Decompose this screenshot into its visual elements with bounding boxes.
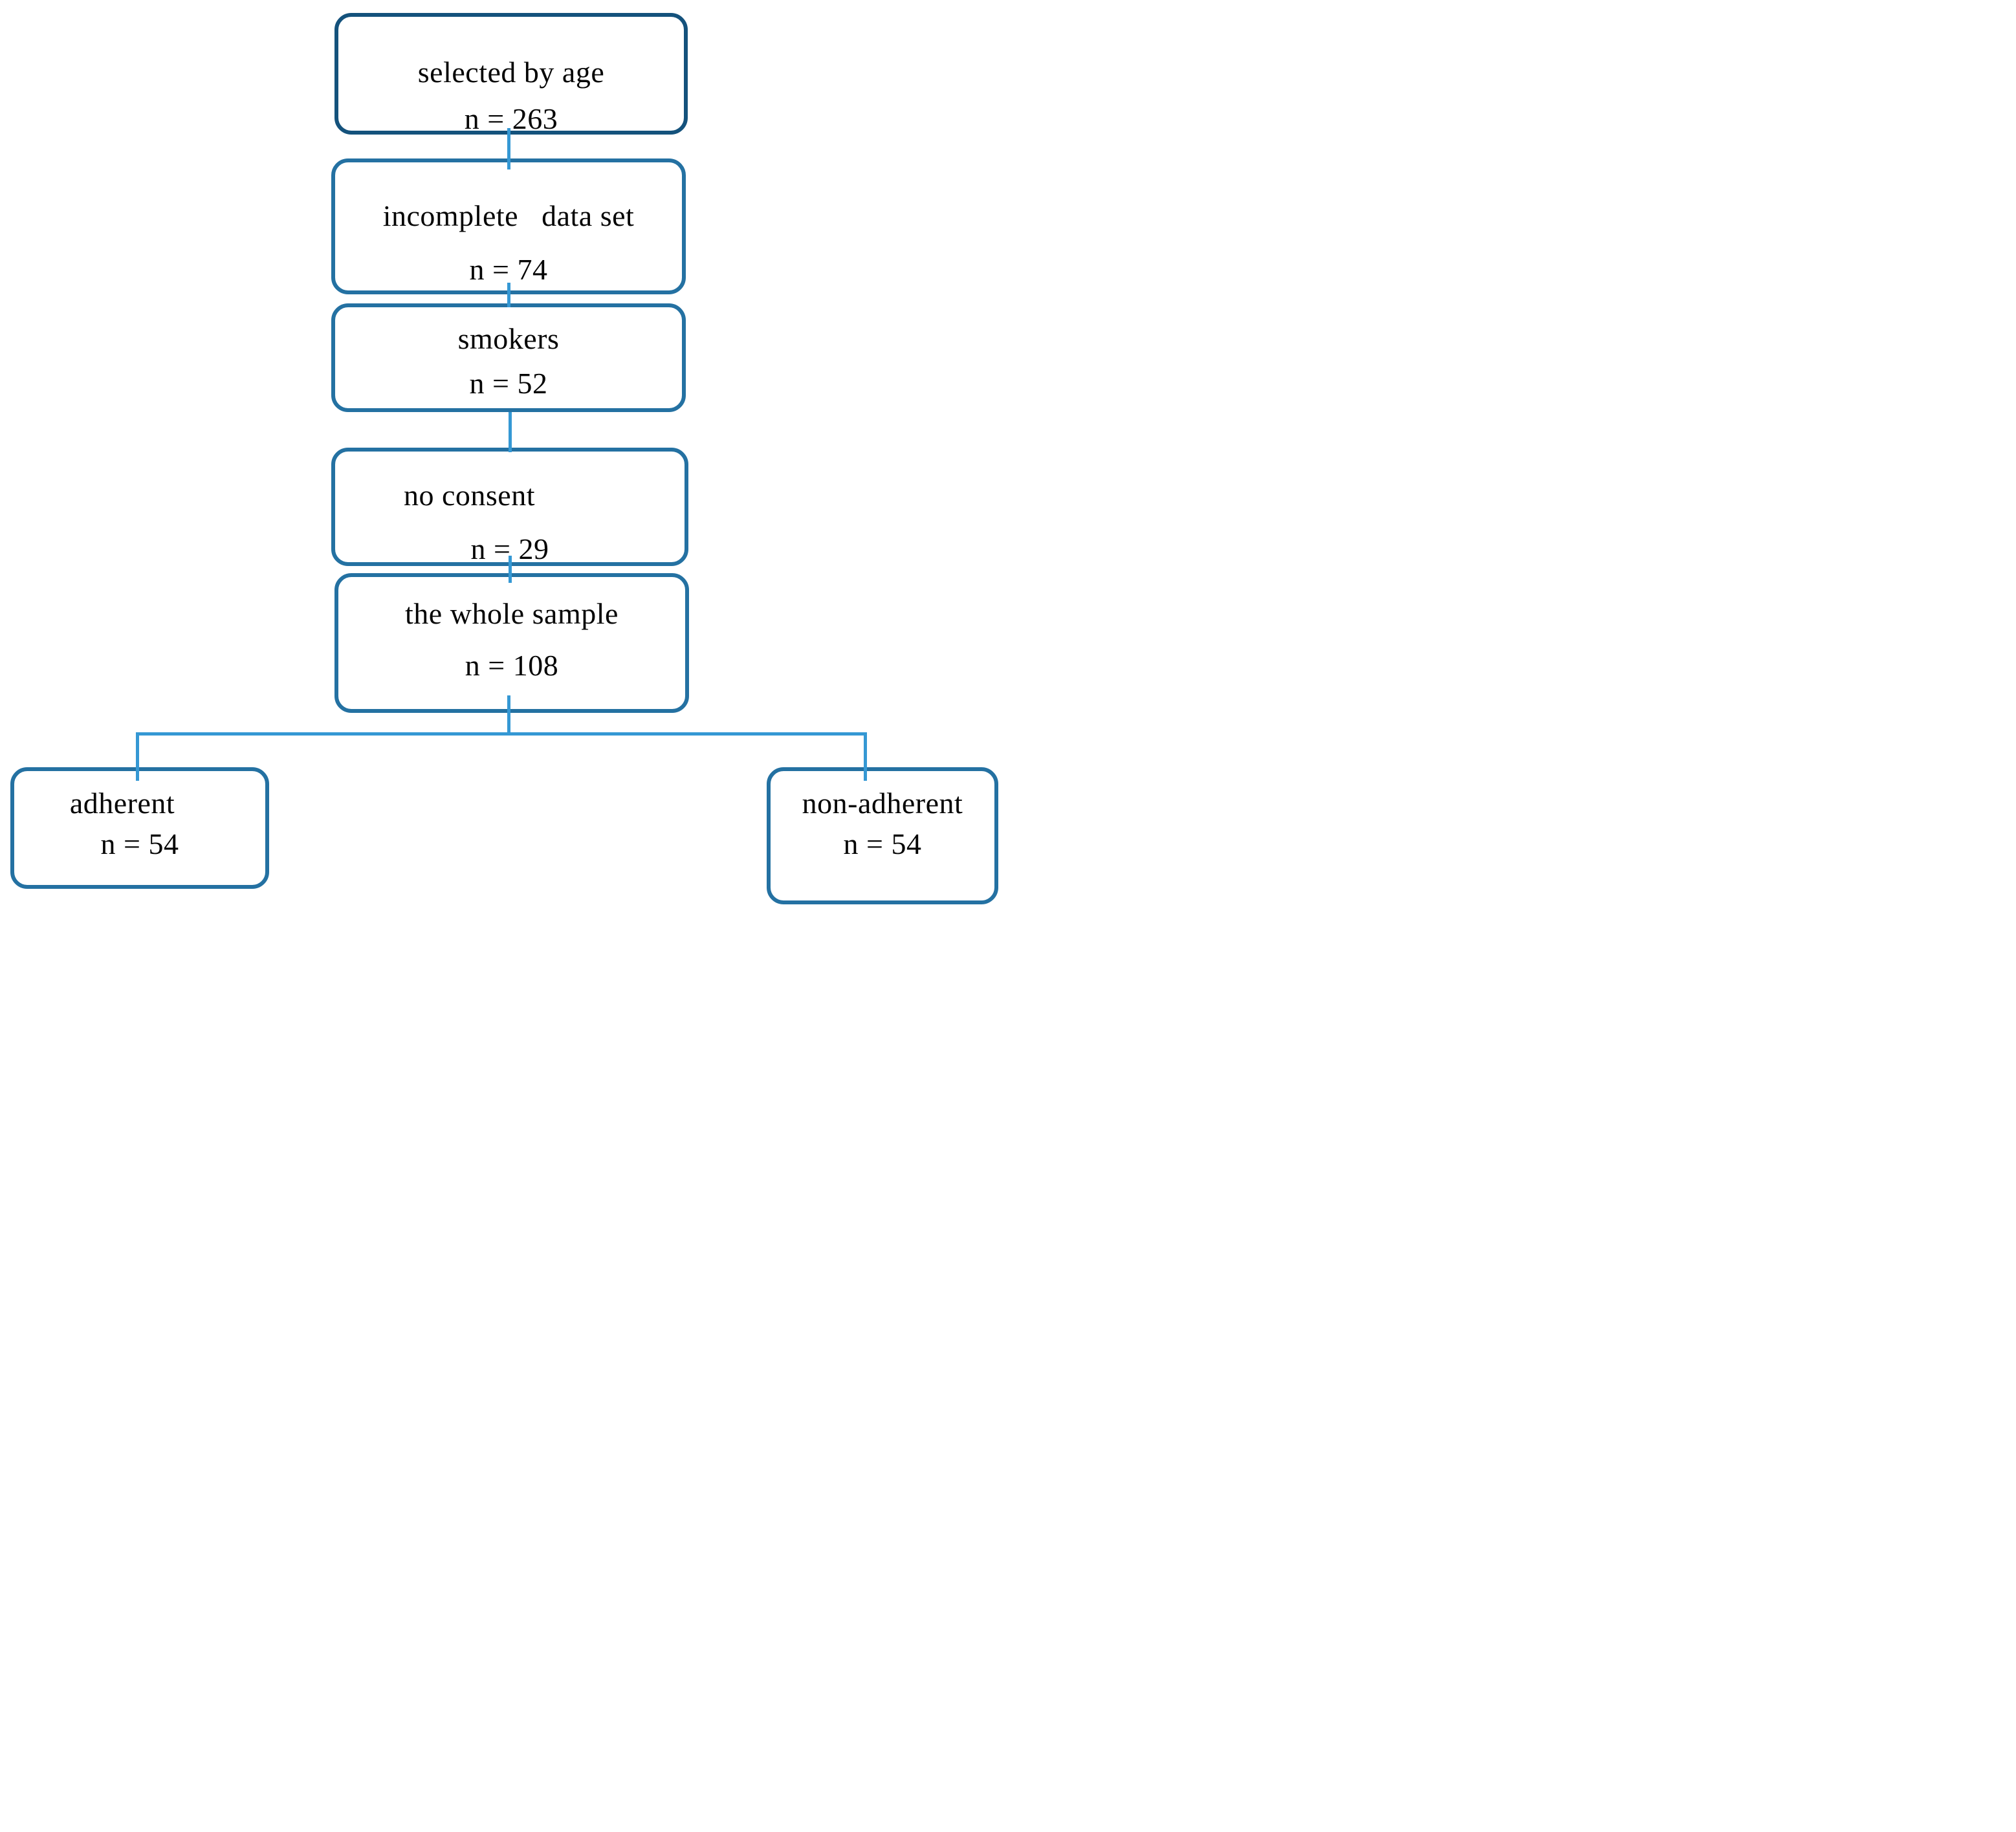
node-label: selected by age bbox=[417, 56, 605, 89]
flow-node-selected-by-age: selected by age n = 263 bbox=[334, 13, 688, 135]
node-count: n = 54 bbox=[843, 827, 922, 860]
node-label: incomplete data set bbox=[382, 199, 635, 232]
node-count: n = 29 bbox=[470, 532, 549, 565]
flow-node-non-adherent: non-adherent n = 54 bbox=[767, 767, 998, 904]
node-label: the whole sample bbox=[405, 597, 619, 630]
node-label: smokers bbox=[457, 322, 560, 355]
connector-branch-horizontal bbox=[136, 732, 866, 736]
connector-selected-to-incomplete bbox=[507, 128, 510, 169]
node-count: n = 74 bbox=[469, 253, 548, 286]
flow-node-no-consent: no consent n = 29 bbox=[331, 448, 688, 566]
connector-whole-sample-stem bbox=[507, 695, 510, 735]
flowchart-canvas: selected by age n = 263 incomplete data … bbox=[0, 0, 1008, 916]
flow-node-adherent: adherent n = 54 bbox=[10, 767, 269, 889]
connector-no-consent-to-whole-sample bbox=[509, 556, 512, 583]
flow-node-whole-sample: the whole sample n = 108 bbox=[334, 573, 689, 713]
connector-drop-to-adherent bbox=[136, 732, 139, 781]
node-count: n = 263 bbox=[464, 102, 558, 135]
node-label: no consent bbox=[403, 479, 535, 512]
flow-node-smokers: smokers n = 52 bbox=[331, 303, 686, 412]
flow-node-incomplete-data-set: incomplete data set n = 74 bbox=[331, 158, 686, 294]
node-count: n = 54 bbox=[100, 827, 179, 860]
node-count: n = 108 bbox=[465, 649, 559, 682]
connector-drop-to-non-adherent bbox=[864, 732, 867, 781]
connector-smokers-to-no-consent bbox=[509, 412, 512, 452]
node-label: non-adherent bbox=[802, 787, 963, 820]
node-label: adherent bbox=[69, 787, 175, 820]
connector-incomplete-to-smokers bbox=[507, 283, 510, 307]
node-count: n = 52 bbox=[469, 367, 548, 400]
